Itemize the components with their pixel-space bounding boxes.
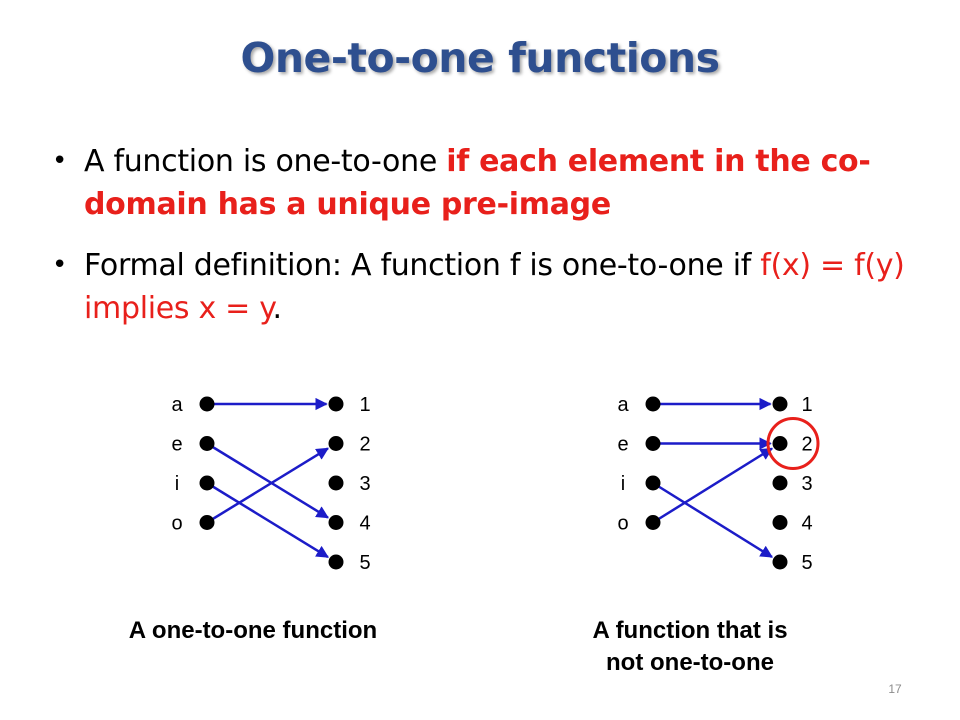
caption-not-one-to-one: A function that is not one-to-one xyxy=(520,615,860,679)
mapping-arrow xyxy=(206,442,329,519)
codomain-point xyxy=(772,515,788,530)
domain-label: o xyxy=(171,513,182,535)
codomain-point xyxy=(772,475,788,491)
bullet-text-plain: Formal definition: A function f is one-t… xyxy=(84,248,761,283)
domain-point xyxy=(199,396,215,412)
bullet-dot: • xyxy=(52,146,68,176)
domain-point xyxy=(199,515,215,530)
domain-point xyxy=(199,436,215,451)
domain-point xyxy=(645,436,661,451)
codomain-point xyxy=(772,396,788,412)
mapping-arrow xyxy=(652,447,773,524)
bullet-text-highlight: if each element in the co-domain has a u… xyxy=(84,144,871,222)
domain-label: i xyxy=(175,473,179,495)
mapping-arrow xyxy=(652,481,773,559)
domain-label: e xyxy=(617,434,628,456)
highlight-circle xyxy=(766,417,820,470)
caption-line-1: A function that is xyxy=(592,617,788,644)
caption-one-to-one: A one-to-one function xyxy=(58,615,448,647)
domain-point xyxy=(645,475,661,491)
bullet-text-after: . xyxy=(272,291,282,326)
codomain-label: 5 xyxy=(359,552,370,574)
codomain-point xyxy=(772,554,788,570)
bullet-definition: • A function is one-to-one if each eleme… xyxy=(52,140,922,226)
domain-label: e xyxy=(171,434,182,456)
mapping-arrow xyxy=(206,481,329,559)
bullet-dot: • xyxy=(52,250,68,280)
bullet-text-plain: A function is one-to-one xyxy=(84,144,447,179)
slide-title: One-to-one functions xyxy=(240,34,720,82)
codomain-point xyxy=(772,436,788,451)
codomain-point xyxy=(328,436,344,451)
domain-label: a xyxy=(617,394,629,416)
domain-label: a xyxy=(171,394,183,416)
codomain-point xyxy=(328,396,344,412)
codomain-label: 4 xyxy=(359,513,370,535)
codomain-point xyxy=(328,515,344,530)
domain-label: i xyxy=(621,473,625,495)
bullet-text-highlight: f(x) = f(y) implies x = y xyxy=(84,248,905,326)
codomain-label: 1 xyxy=(801,394,812,416)
codomain-point xyxy=(328,475,344,491)
page-number: 17 xyxy=(888,682,902,696)
codomain-point xyxy=(328,554,344,570)
codomain-label: 5 xyxy=(801,552,812,574)
codomain-label: 3 xyxy=(801,473,812,495)
caption-text: A one-to-one function xyxy=(128,617,378,644)
bullet-list: • A function is one-to-one if each eleme… xyxy=(52,140,922,348)
domain-point xyxy=(645,396,661,412)
codomain-label: 1 xyxy=(359,394,370,416)
bullet-formal-definition: • Formal definition: A function f is one… xyxy=(52,244,922,330)
codomain-label: 3 xyxy=(359,473,370,495)
caption-line-2: not one-to-one xyxy=(606,649,774,676)
codomain-label: 2 xyxy=(359,434,370,456)
codomain-label: 4 xyxy=(801,513,812,535)
domain-point xyxy=(645,515,661,530)
domain-point xyxy=(199,475,215,491)
domain-label: o xyxy=(617,513,628,535)
mapping-arrow xyxy=(206,447,329,524)
codomain-label: 2 xyxy=(801,434,812,456)
